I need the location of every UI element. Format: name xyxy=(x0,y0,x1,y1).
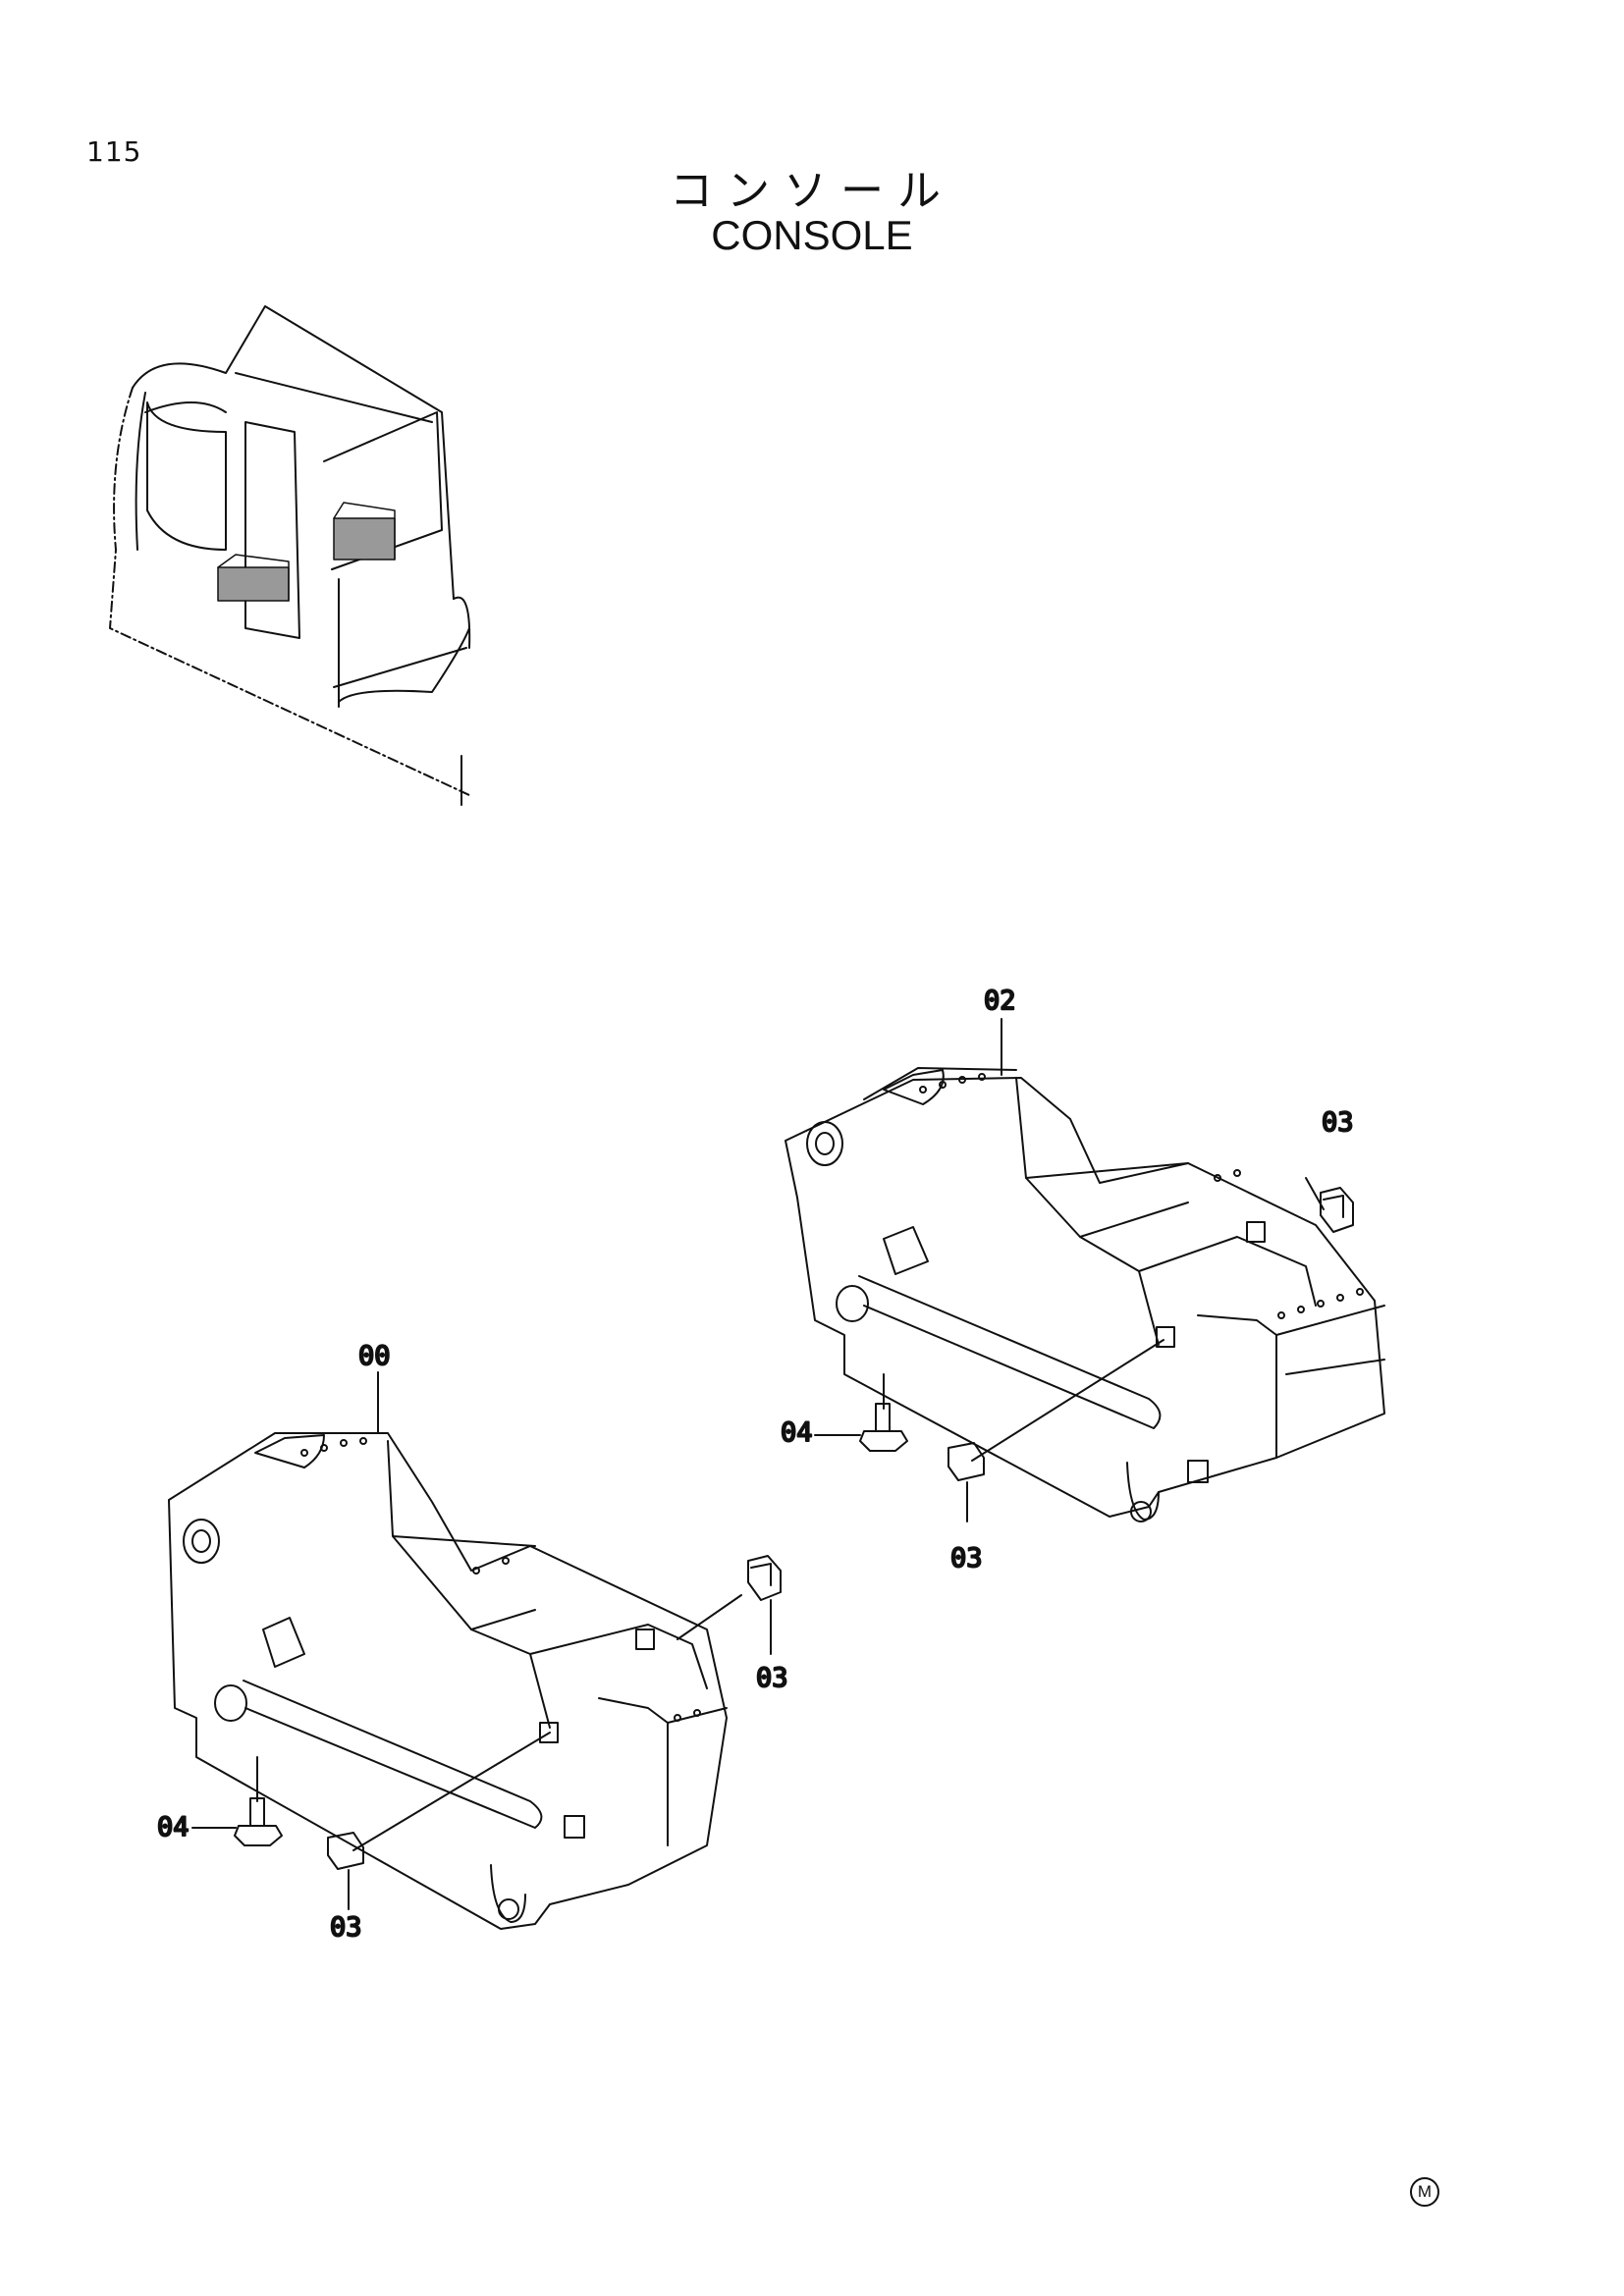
cab-key-view xyxy=(109,305,471,806)
callout-02: 02 xyxy=(984,986,1016,1016)
console-02-drawing xyxy=(785,1018,1385,1522)
title-japanese: コンソール xyxy=(670,166,954,216)
callout-03-lower-bottom: 03 xyxy=(330,1912,362,1943)
callout-04-lower: 04 xyxy=(157,1812,189,1842)
callout-04-upper: 04 xyxy=(781,1417,813,1448)
page-number: 115 xyxy=(86,135,142,168)
callout-03-lower-right: 03 xyxy=(756,1663,788,1693)
console-00-drawing xyxy=(168,1371,782,1930)
callout-03-upper-bottom: 03 xyxy=(950,1543,983,1574)
m-mark-icon: M xyxy=(1410,2177,1439,2207)
callout-00: 00 xyxy=(358,1341,391,1371)
title-english: CONSOLE xyxy=(711,212,913,258)
callout-03-upper-right: 03 xyxy=(1322,1107,1354,1138)
